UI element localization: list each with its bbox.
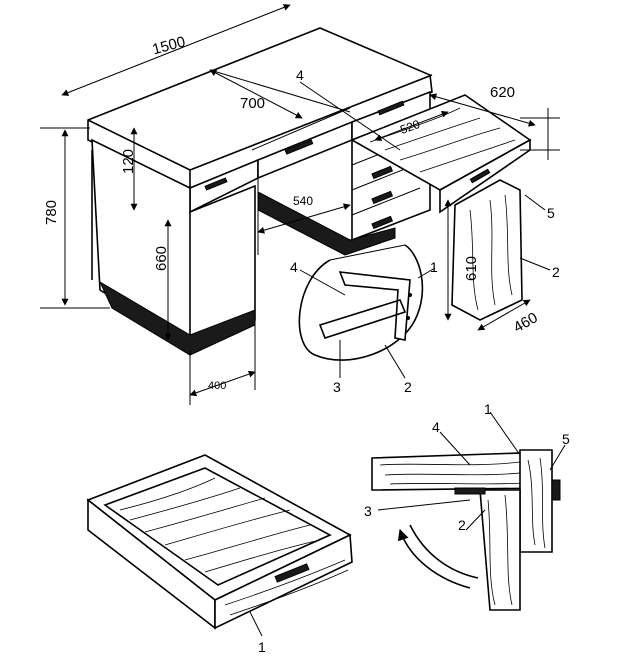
dim-pedestal-height: 660	[153, 246, 170, 271]
detail-callout	[298, 244, 424, 361]
dim-shelf-depth: 520	[398, 117, 422, 137]
pullout-support	[451, 179, 523, 321]
section-label-2: 2	[458, 517, 466, 533]
dim-support-depth: 460	[511, 309, 541, 336]
dim-knee-width: 540	[293, 194, 313, 208]
desk-label-2: 2	[552, 264, 560, 280]
section-label-1: 1	[484, 401, 492, 417]
dim-total-width: 1500	[151, 33, 188, 58]
dim-shelf-width: 620	[490, 84, 515, 101]
dim-pedestal-width: 400	[208, 380, 226, 392]
detail-label-4: 4	[290, 259, 298, 275]
detail-label-3: 3	[333, 379, 341, 395]
detail-label-2: 2	[404, 379, 412, 395]
dim-support-height: 610	[463, 256, 480, 281]
section-label-4: 4	[432, 419, 440, 435]
section-label-3: 3	[364, 503, 372, 519]
drawer-label-1: 1	[258, 639, 266, 655]
dim-height: 780	[43, 200, 60, 225]
desk-label-5: 5	[547, 205, 555, 221]
desk-isometric	[40, 4, 560, 405]
dim-drawer-height: 120	[120, 149, 137, 174]
section-front-strip	[519, 449, 553, 553]
desk-label-1: 1	[430, 259, 438, 275]
section-support	[479, 489, 521, 611]
drawer-box	[86, 454, 353, 637]
section-detail	[371, 411, 566, 611]
section-label-5: 5	[562, 431, 570, 447]
dim-top-depth: 700	[240, 95, 265, 112]
desk-label-4: 4	[296, 67, 304, 83]
